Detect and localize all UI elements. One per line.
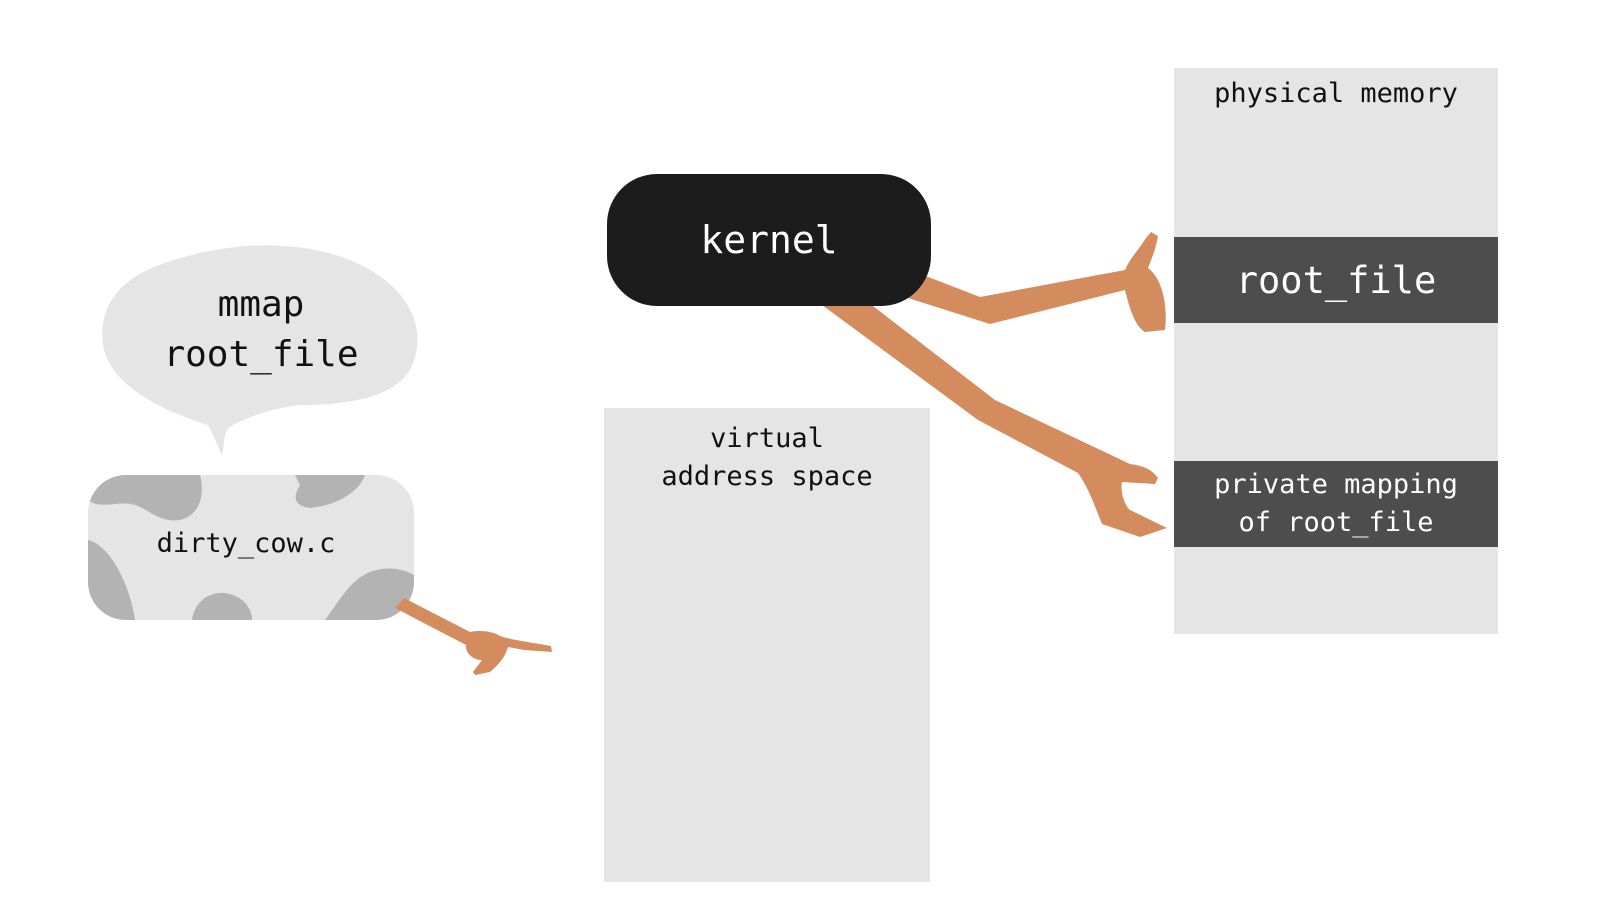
speech-bubble-line2: root_file bbox=[163, 334, 359, 375]
cow-spot bbox=[325, 568, 414, 620]
speech-bubble-text: mmap root_file bbox=[103, 280, 419, 380]
private-mapping-block: private mapping of root_file bbox=[1174, 461, 1498, 547]
virtual-address-space-panel bbox=[604, 408, 930, 882]
cow-spot bbox=[192, 592, 252, 620]
kernel-arm-private-mapping bbox=[822, 296, 1167, 537]
virtual-label-line1: virtual bbox=[710, 423, 824, 454]
kernel-box: kernel bbox=[607, 174, 931, 306]
kernel-arm-root-file bbox=[905, 232, 1166, 332]
virtual-label-line2: address space bbox=[661, 461, 873, 492]
physical-memory-label: physical memory bbox=[1214, 78, 1458, 109]
speech-bubble-line1: mmap bbox=[217, 284, 305, 325]
dirty-cow-program-box bbox=[88, 475, 414, 620]
virtual-address-space-label: virtual address space bbox=[604, 420, 930, 496]
private-mapping-line1: private mapping bbox=[1214, 469, 1458, 500]
cow-spot bbox=[88, 475, 202, 521]
program-arm bbox=[395, 598, 552, 675]
root-file-label: root_file bbox=[1235, 258, 1437, 302]
speech-bubble bbox=[102, 245, 418, 455]
program-label: dirty_cow.c bbox=[156, 528, 336, 559]
root-file-block: root_file bbox=[1174, 237, 1498, 323]
kernel-label: kernel bbox=[700, 218, 838, 262]
cow-spot bbox=[88, 540, 135, 620]
private-mapping-line2: of root_file bbox=[1238, 507, 1434, 538]
cow-spot bbox=[295, 475, 365, 508]
